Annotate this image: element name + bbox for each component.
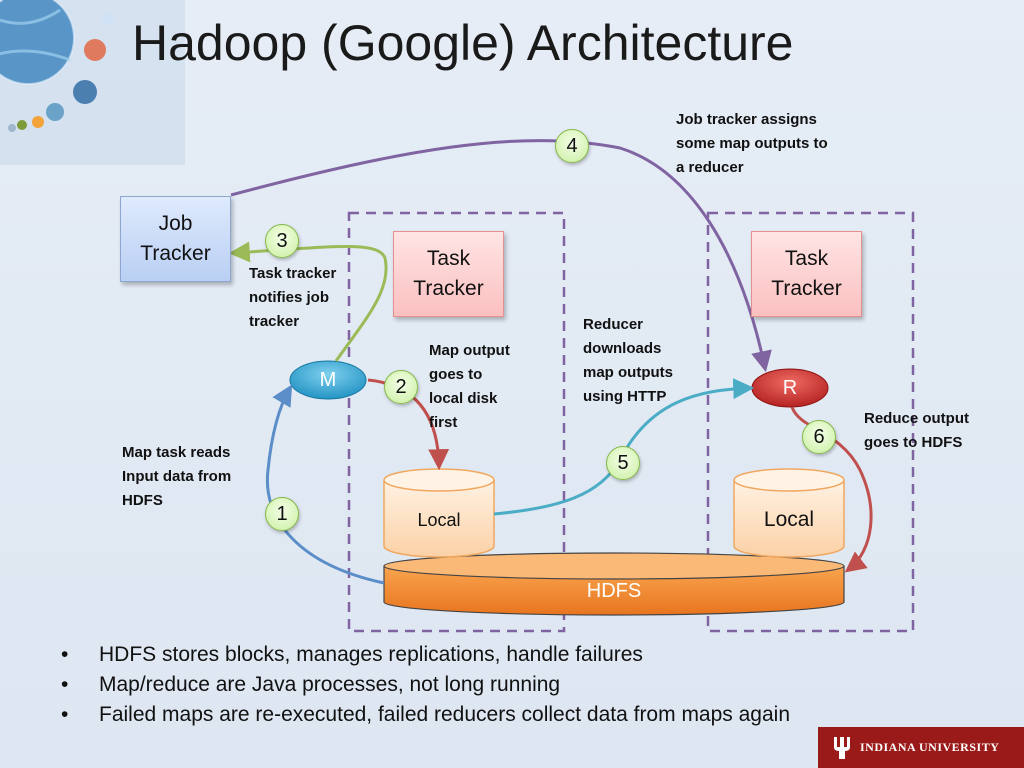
indiana-university-logo: INDIANA UNIVERSITY [818,727,1024,768]
reduce-node-label: R [782,376,798,399]
annotation-step4: Job tracker assigns some map outputs to … [676,111,828,176]
job-tracker-label-line1: Job [158,212,193,235]
arrow-step2-map-to-local [367,378,450,471]
annotation-step2: Map output goes to local disk first [429,342,510,431]
step-3-badge: 3 [265,224,299,258]
decorative-globe-graphic [0,0,185,165]
task-tracker-right-box: Task Tracker [751,231,862,317]
step-6-badge: 6 [802,420,836,454]
task-tracker-left-box: Task Tracker [393,231,504,317]
task-tracker-right-line1: Task [784,247,829,270]
step-5-badge: 5 [606,446,640,480]
hdfs-cylinder [383,552,845,616]
annotation-step5: Reducer downloads map outputs using HTTP [583,316,673,405]
map-node-label: M [319,368,337,391]
trident-icon [834,736,850,759]
logo-text: INDIANA UNIVERSITY [860,740,1000,754]
map-node [289,360,367,400]
step-1-badge: 1 [265,497,299,531]
bullet-item: Map/reduce are Java processes, not long … [55,670,790,700]
right-node-container [706,211,915,633]
task-tracker-left-line1: Task [426,247,471,270]
task-tracker-right-line2: Tracker [771,277,842,300]
annotation-step6: Reduce output goes to HDFS [864,410,969,451]
hdfs-label: HDFS [586,579,642,602]
job-tracker-label-line2: Tracker [140,242,211,265]
slide-title: Hadoop (Google) Architecture [132,15,794,71]
local-disk-left [383,468,495,558]
step-2-badge: 2 [384,370,418,404]
bullet-item: HDFS stores blocks, manages replications… [55,640,790,670]
arrow-step3-map-to-jobtracker [228,241,388,362]
job-tracker-box: Job Tracker [120,196,231,282]
step-4-badge: 4 [555,129,589,163]
bullet-list: HDFS stores blocks, manages replications… [55,640,790,730]
task-tracker-left-line2: Tracker [413,277,484,300]
local-left-label: Local [417,509,461,530]
arrow-step4-jobtracker-to-reducer [230,139,772,373]
local-right-label: Local [763,508,815,531]
annotation-step3: Task tracker notifies job tracker [249,265,337,330]
annotation-step1: Map task reads Input data from HDFS [122,444,232,509]
arrow-step1-hdfs-to-map [265,384,385,585]
left-node-container [347,211,566,633]
bullet-item: Failed maps are re-executed, failed redu… [55,700,790,730]
local-disk-right [733,468,845,558]
